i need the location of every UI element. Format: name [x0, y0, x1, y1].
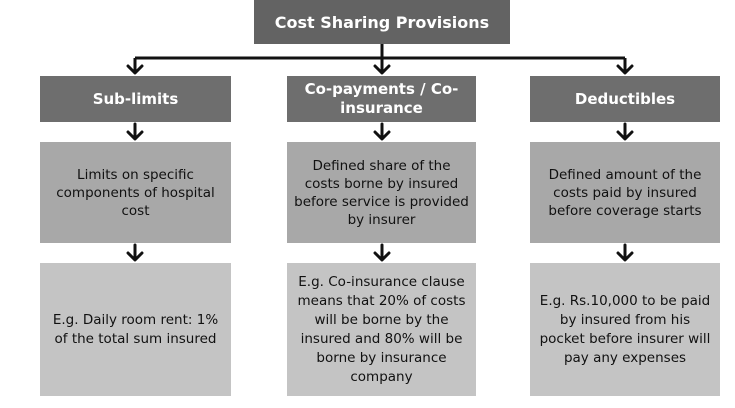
deductibles-description: Defined amount of the costs paid by insu…	[530, 142, 720, 243]
arrow-sub-limits-example	[126, 251, 144, 262]
arrow-to-co-payments	[373, 64, 391, 75]
co-payments-header: Co-payments / Co-insurance	[287, 76, 476, 122]
arrow-co-payments-desc	[373, 130, 391, 141]
sub-limits-example: E.g. Daily room rent: 1% of the total su…	[40, 263, 231, 396]
deductibles-example: E.g. Rs.10,000 to be paid by insured fro…	[530, 263, 720, 396]
sub-limits-header: Sub-limits	[40, 76, 231, 122]
arrow-to-sub-limits	[126, 64, 144, 75]
arrow-sub-limits-desc	[126, 130, 144, 141]
arrow-deductibles-desc	[616, 130, 634, 141]
arrow-co-payments-example	[373, 251, 391, 262]
arrow-deductibles-example	[616, 251, 634, 262]
co-payments-description: Defined share of the costs borne by insu…	[287, 142, 476, 243]
diagram-title: Cost Sharing Provisions	[254, 0, 510, 44]
co-payments-example: E.g. Co-insurance clause means that 20% …	[287, 263, 476, 396]
deductibles-header: Deductibles	[530, 76, 720, 122]
sub-limits-description: Limits on specific components of hospita…	[40, 142, 231, 243]
arrow-to-deductibles	[616, 64, 634, 75]
